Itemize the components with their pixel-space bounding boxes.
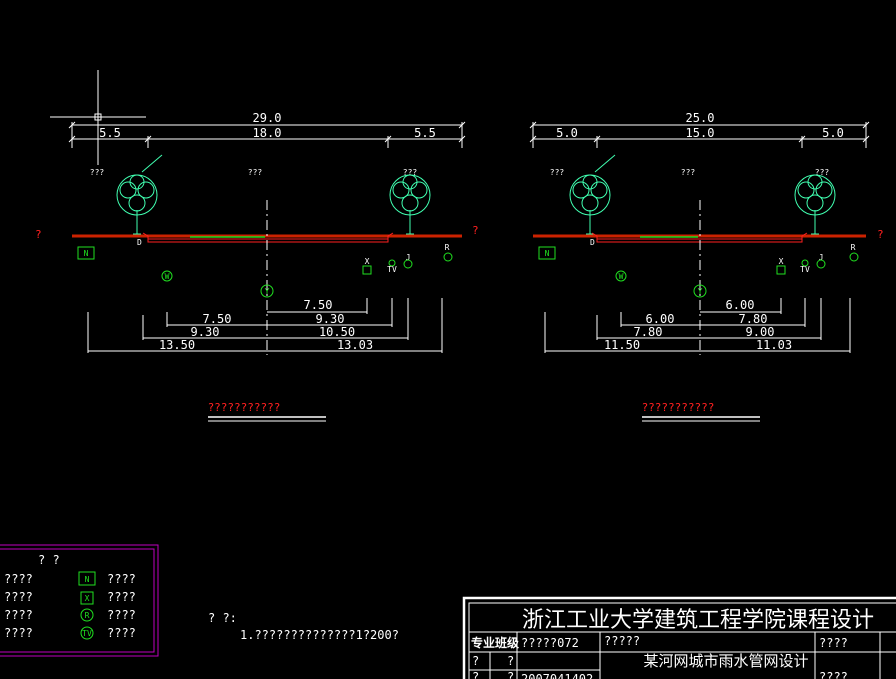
dim-seg-right: 5.5: [414, 126, 436, 140]
legend-symbol-n-icon: [78, 571, 96, 586]
legend-row-left: ????: [4, 590, 33, 604]
title-row3-b: ?: [507, 670, 514, 679]
legend-row-left: ????: [4, 626, 33, 640]
pipe-label-tv: TV: [800, 265, 810, 274]
pipe-label-w: W: [619, 272, 624, 281]
legend-symbol-tv-icon: [80, 626, 94, 640]
legend-row-right: ????: [107, 590, 136, 604]
label-sidewalk-right: ???: [403, 168, 418, 177]
label-roadway: ???: [681, 168, 696, 177]
cross-section-right: 25.0 5.0 15.0 5.0 ??? ??? ???: [529, 111, 884, 422]
dim-left-low: 7.80: [634, 325, 663, 339]
legend-row-left: ????: [4, 608, 33, 622]
dim-right-low: 9.00: [746, 325, 775, 339]
pipe-label-n: N: [84, 249, 89, 258]
dim-left-bottom: 13.50: [159, 338, 195, 352]
pipe-label-d: D: [590, 238, 595, 247]
legend-symbol-r-icon: [80, 608, 94, 622]
title-school: 浙江工业大学建筑工程学院课程设计: [522, 608, 874, 633]
dim-seg-right: 5.0: [822, 126, 844, 140]
cross-section-left: 29.0 5.5 18.0 5.5 ??? ??? ???: [35, 111, 479, 422]
tree-icon: [569, 154, 616, 235]
label-sidewalk-left: ???: [90, 168, 105, 177]
title-cell-right: ????: [819, 636, 848, 650]
section-caption: ???????????: [642, 401, 715, 414]
title-student-id: 2007041402: [521, 672, 593, 679]
dim-right-bottom: 13.03: [337, 338, 373, 352]
pipe-label-r: R: [445, 243, 450, 252]
pipe-label-j: J: [406, 253, 411, 262]
legend-row-right: ????: [107, 608, 136, 622]
dim-seg-mid: 18.0: [253, 126, 282, 140]
notes-line-1: 1.??????????????1?200?: [240, 628, 399, 642]
legend-header: ? ?: [38, 553, 60, 567]
pipe-label-d: D: [137, 238, 142, 247]
tree-icon: [389, 174, 431, 235]
legend-symbol-label: R: [85, 611, 90, 620]
label-sidewalk-left: ???: [550, 168, 565, 177]
red-marker-left: ?: [35, 228, 42, 241]
pipe-label-w: W: [165, 272, 170, 281]
pipe-label-tv: TV: [387, 265, 397, 274]
dim-right-low: 10.50: [319, 325, 355, 339]
pipe-label-y: Y: [698, 287, 703, 296]
legend-symbol-label: N: [85, 575, 90, 584]
legend-symbol-label: X: [85, 594, 90, 603]
pipe-label-n: N: [545, 249, 550, 258]
title-row2-b: ?: [507, 654, 514, 668]
road-surface: [142, 232, 394, 243]
title-class-value: ?????072: [521, 636, 579, 650]
title-class-label: 专业班级: [471, 635, 519, 650]
title-row3-a: ?: [472, 670, 479, 679]
dim-left-bottom: 11.50: [604, 338, 640, 352]
dim-total-width: 29.0: [253, 111, 282, 125]
pipe-label-j: J: [819, 253, 824, 262]
title-project: 某河网城市雨水管网设计: [643, 652, 808, 670]
title-cell-label: ?????: [604, 634, 640, 648]
dim-right-mid: 9.30: [316, 312, 345, 326]
crosshair-cursor-icon: [50, 70, 146, 165]
pipe-label-y: Y: [265, 287, 270, 296]
dim-seg-left: 5.5: [99, 126, 121, 140]
legend-row-right: ????: [107, 626, 136, 640]
dim-seg-mid: 15.0: [686, 126, 715, 140]
dim-right-upper: 7.50: [304, 298, 333, 312]
title-row2-a: ?: [472, 654, 479, 668]
title-cell-bottom-right: ????: [819, 670, 848, 679]
dim-left-low: 9.30: [191, 325, 220, 339]
tree-icon: [116, 154, 163, 235]
dim-total-width: 25.0: [686, 111, 715, 125]
dim-right-mid: 7.80: [739, 312, 768, 326]
label-sidewalk-right: ???: [815, 168, 830, 177]
label-roadway: ???: [248, 168, 263, 177]
dim-right-bottom: 11.03: [756, 338, 792, 352]
legend-row-right: ????: [107, 572, 136, 586]
tree-icon: [794, 174, 836, 235]
title-block: [462, 596, 896, 679]
legend-symbol-label: TV: [82, 629, 92, 638]
pipe-label-x: X: [779, 257, 784, 266]
section-caption: ???????????: [208, 401, 281, 414]
legend-row-left: ????: [4, 572, 33, 586]
red-marker-right: ?: [472, 224, 479, 237]
dim-seg-left: 5.0: [556, 126, 578, 140]
legend-symbol-x-icon: [80, 591, 94, 605]
legend-box: ? ? ???? N ???? ???? X ???? ???? R ???? …: [0, 544, 159, 657]
red-marker-right: ?: [877, 228, 884, 241]
dim-left-mid: 7.50: [203, 312, 232, 326]
pipe-label-x: X: [365, 257, 370, 266]
notes-header: ? ?:: [208, 611, 237, 625]
dim-right-upper: 6.00: [726, 298, 755, 312]
pipe-label-r: R: [851, 243, 856, 252]
dim-left-mid: 6.00: [646, 312, 675, 326]
